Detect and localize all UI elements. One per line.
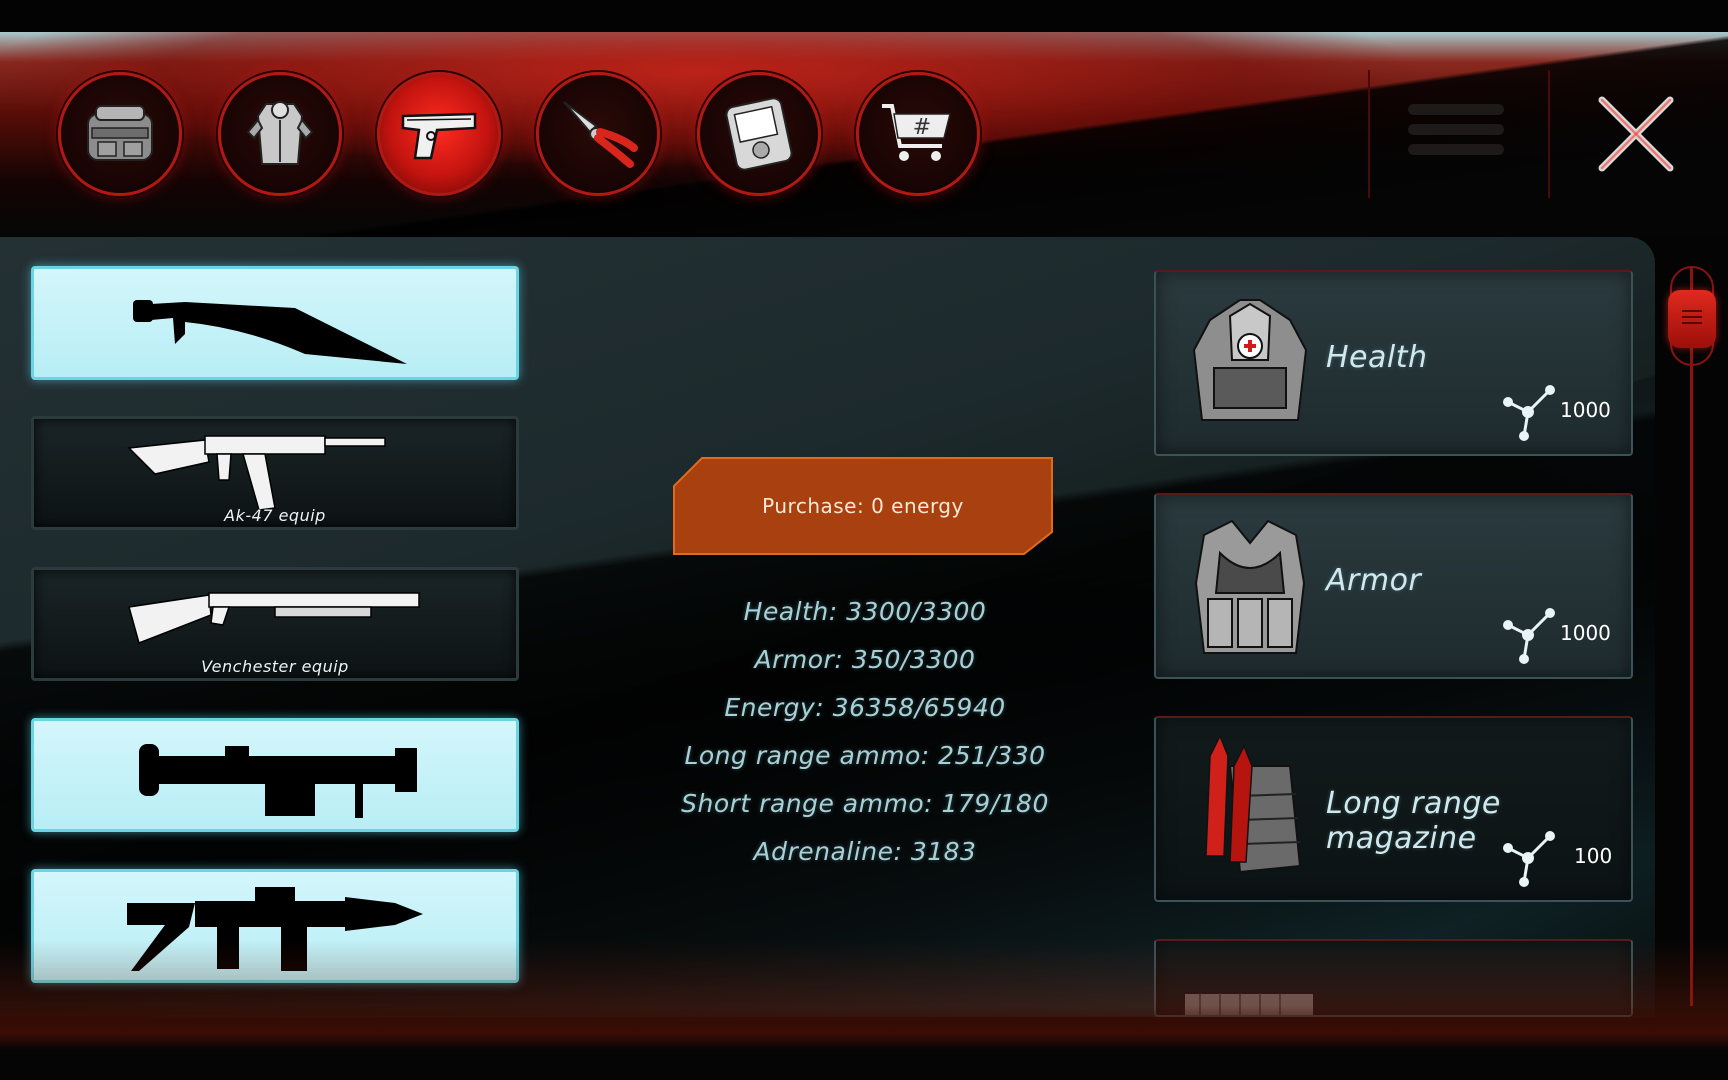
player-stats: Health: 3300/3300 Armor: 350/3300 Energy… — [650, 588, 1080, 876]
shop-item-name: Armor — [1326, 563, 1422, 598]
weapon-slot-rpg[interactable] — [31, 718, 519, 832]
stat-energy: Energy: 36358/65940 — [724, 693, 1006, 722]
stat-armor: Armor: 350/3300 — [754, 645, 976, 674]
tab-device[interactable] — [697, 72, 821, 196]
shop-item-long-range-magazine[interactable]: Long range magazine 100 — [1154, 716, 1633, 902]
letterbox-bottom — [0, 1050, 1728, 1080]
pistol-icon — [401, 112, 477, 160]
shop-item-price: 1000 — [1560, 398, 1611, 422]
medic-vest-icon — [1192, 299, 1308, 421]
weapon-slot-venchester[interactable]: Venchester equip — [31, 567, 519, 681]
energy-molecule-icon — [1503, 608, 1555, 664]
weapon-label: Venchester equip — [201, 656, 349, 676]
stat-adrenaline: Adrenaline: 3183 — [753, 837, 977, 866]
bottom-glow — [0, 940, 1728, 1050]
shop-item-armor[interactable]: Armor 1000 — [1154, 493, 1633, 679]
shop-item-name: Health — [1326, 340, 1428, 375]
armor-vest-icon — [1194, 519, 1306, 654]
pliers-icon — [563, 101, 638, 168]
machete-icon — [133, 300, 407, 364]
svg-text:#: # — [913, 115, 931, 140]
hamburger-menu-icon[interactable] — [1408, 104, 1504, 156]
tab-tools[interactable] — [536, 72, 660, 196]
shopping-cart-icon: # — [882, 104, 951, 161]
purchase-button[interactable]: Purchase: 0 energy — [672, 456, 1054, 556]
energy-molecule-icon — [1503, 385, 1555, 441]
header-divider — [1548, 70, 1550, 198]
handheld-device-icon — [725, 97, 793, 171]
purchase-label: Purchase: 0 energy — [762, 494, 964, 518]
ak47-icon — [127, 434, 386, 511]
tab-backpack[interactable] — [58, 72, 182, 196]
scrollbar-track[interactable] — [1690, 268, 1693, 1006]
shop-item-price: 100 — [1574, 844, 1613, 868]
shotgun-icon — [128, 591, 420, 644]
weapon-slot-ak47[interactable]: Ak-47 equip — [31, 416, 519, 530]
shop-item-name: Long range magazine — [1326, 786, 1501, 856]
letterbox-top — [0, 0, 1728, 32]
close-button[interactable] — [1596, 94, 1676, 174]
shop-item-health[interactable]: Health 1000 — [1154, 270, 1633, 456]
rifle-magazine-icon — [1205, 736, 1302, 874]
body-armor-icon — [246, 101, 314, 165]
header-divider — [1368, 70, 1370, 198]
backpack-icon — [87, 105, 153, 161]
tab-shop[interactable]: # — [856, 72, 980, 196]
weapon-label: Ak-47 equip — [224, 505, 326, 525]
close-x-icon — [1598, 96, 1674, 172]
purchase-button-shape — [673, 457, 1053, 555]
energy-molecule-icon — [1503, 831, 1555, 887]
stat-health: Health: 3300/3300 — [743, 597, 987, 626]
tab-armor[interactable] — [218, 72, 342, 196]
scrollbar-thumb[interactable] — [1668, 290, 1716, 348]
stat-short-range-ammo: Short range ammo: 179/180 — [681, 789, 1049, 818]
shop-item-price: 1000 — [1560, 621, 1611, 645]
weapon-slot-machete[interactable] — [31, 266, 519, 380]
tab-weapons[interactable] — [377, 72, 501, 196]
rocket-launcher-icon — [139, 744, 417, 818]
stat-long-range-ammo: Long range ammo: 251/330 — [684, 741, 1046, 770]
